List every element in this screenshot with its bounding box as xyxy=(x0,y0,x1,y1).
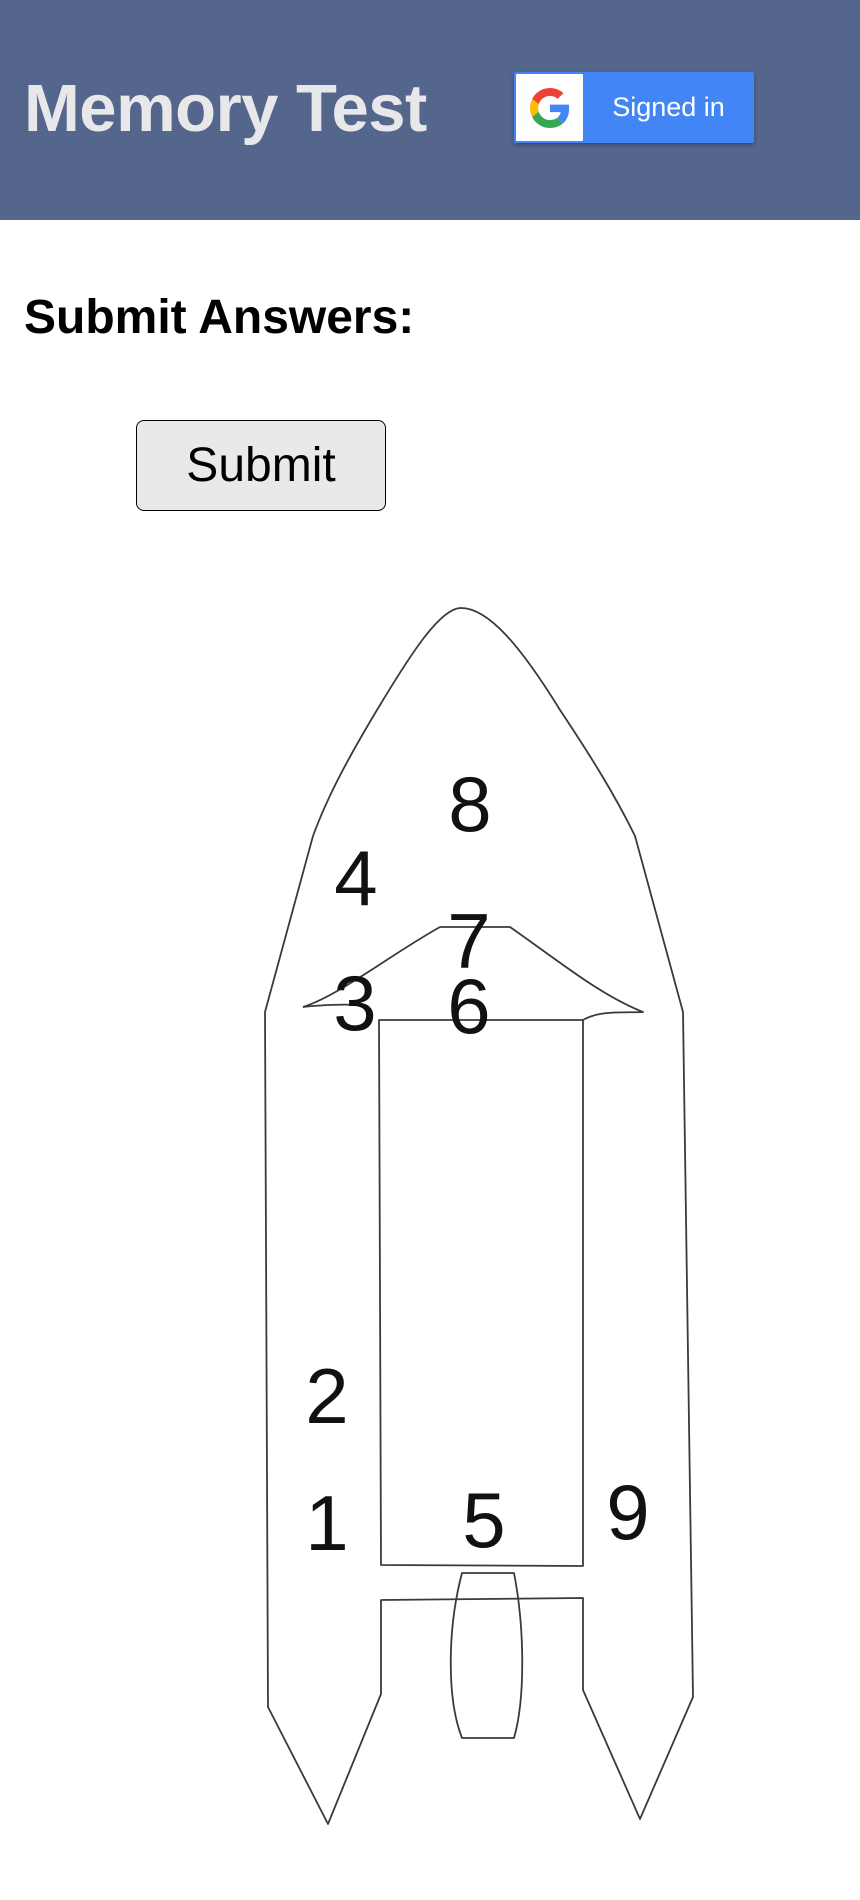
region-label-6[interactable]: 6 xyxy=(447,962,490,1050)
label-6-text: 6 xyxy=(447,962,490,1050)
label-1-text: 1 xyxy=(305,1479,348,1567)
label-4-text: 4 xyxy=(334,834,377,922)
region-label-3[interactable]: 3 xyxy=(333,959,376,1047)
region-label-5[interactable]: 5 xyxy=(462,1476,505,1564)
section-title: Submit Answers: xyxy=(24,291,415,344)
app-header: Memory Test Signed in xyxy=(0,0,860,220)
submit-button[interactable]: Submit xyxy=(136,420,386,511)
region-label-4[interactable]: 4 xyxy=(334,834,377,922)
engine-nozzle-outline xyxy=(449,1572,524,1739)
app-title: Memory Test xyxy=(24,71,427,146)
google-g-icon xyxy=(530,88,570,128)
label-5-text: 5 xyxy=(462,1476,505,1564)
label-2-text: 2 xyxy=(305,1352,348,1440)
region-label-2[interactable]: 2 xyxy=(305,1352,348,1440)
label-8-text: 8 xyxy=(448,760,491,848)
region-label-1[interactable]: 1 xyxy=(305,1479,348,1567)
region-label-7[interactable]: 7 xyxy=(447,897,490,985)
region-label-9[interactable]: 9 xyxy=(606,1468,649,1556)
label-7-text: 7 xyxy=(447,897,490,985)
google-logo-container xyxy=(516,74,583,141)
label-9-text: 9 xyxy=(606,1468,649,1556)
region-label-8[interactable]: 8 xyxy=(448,760,491,848)
label-3-text: 3 xyxy=(333,959,376,1047)
signin-status-label: Signed in xyxy=(612,92,725,122)
google-signin-button[interactable]: Signed in xyxy=(514,72,754,143)
